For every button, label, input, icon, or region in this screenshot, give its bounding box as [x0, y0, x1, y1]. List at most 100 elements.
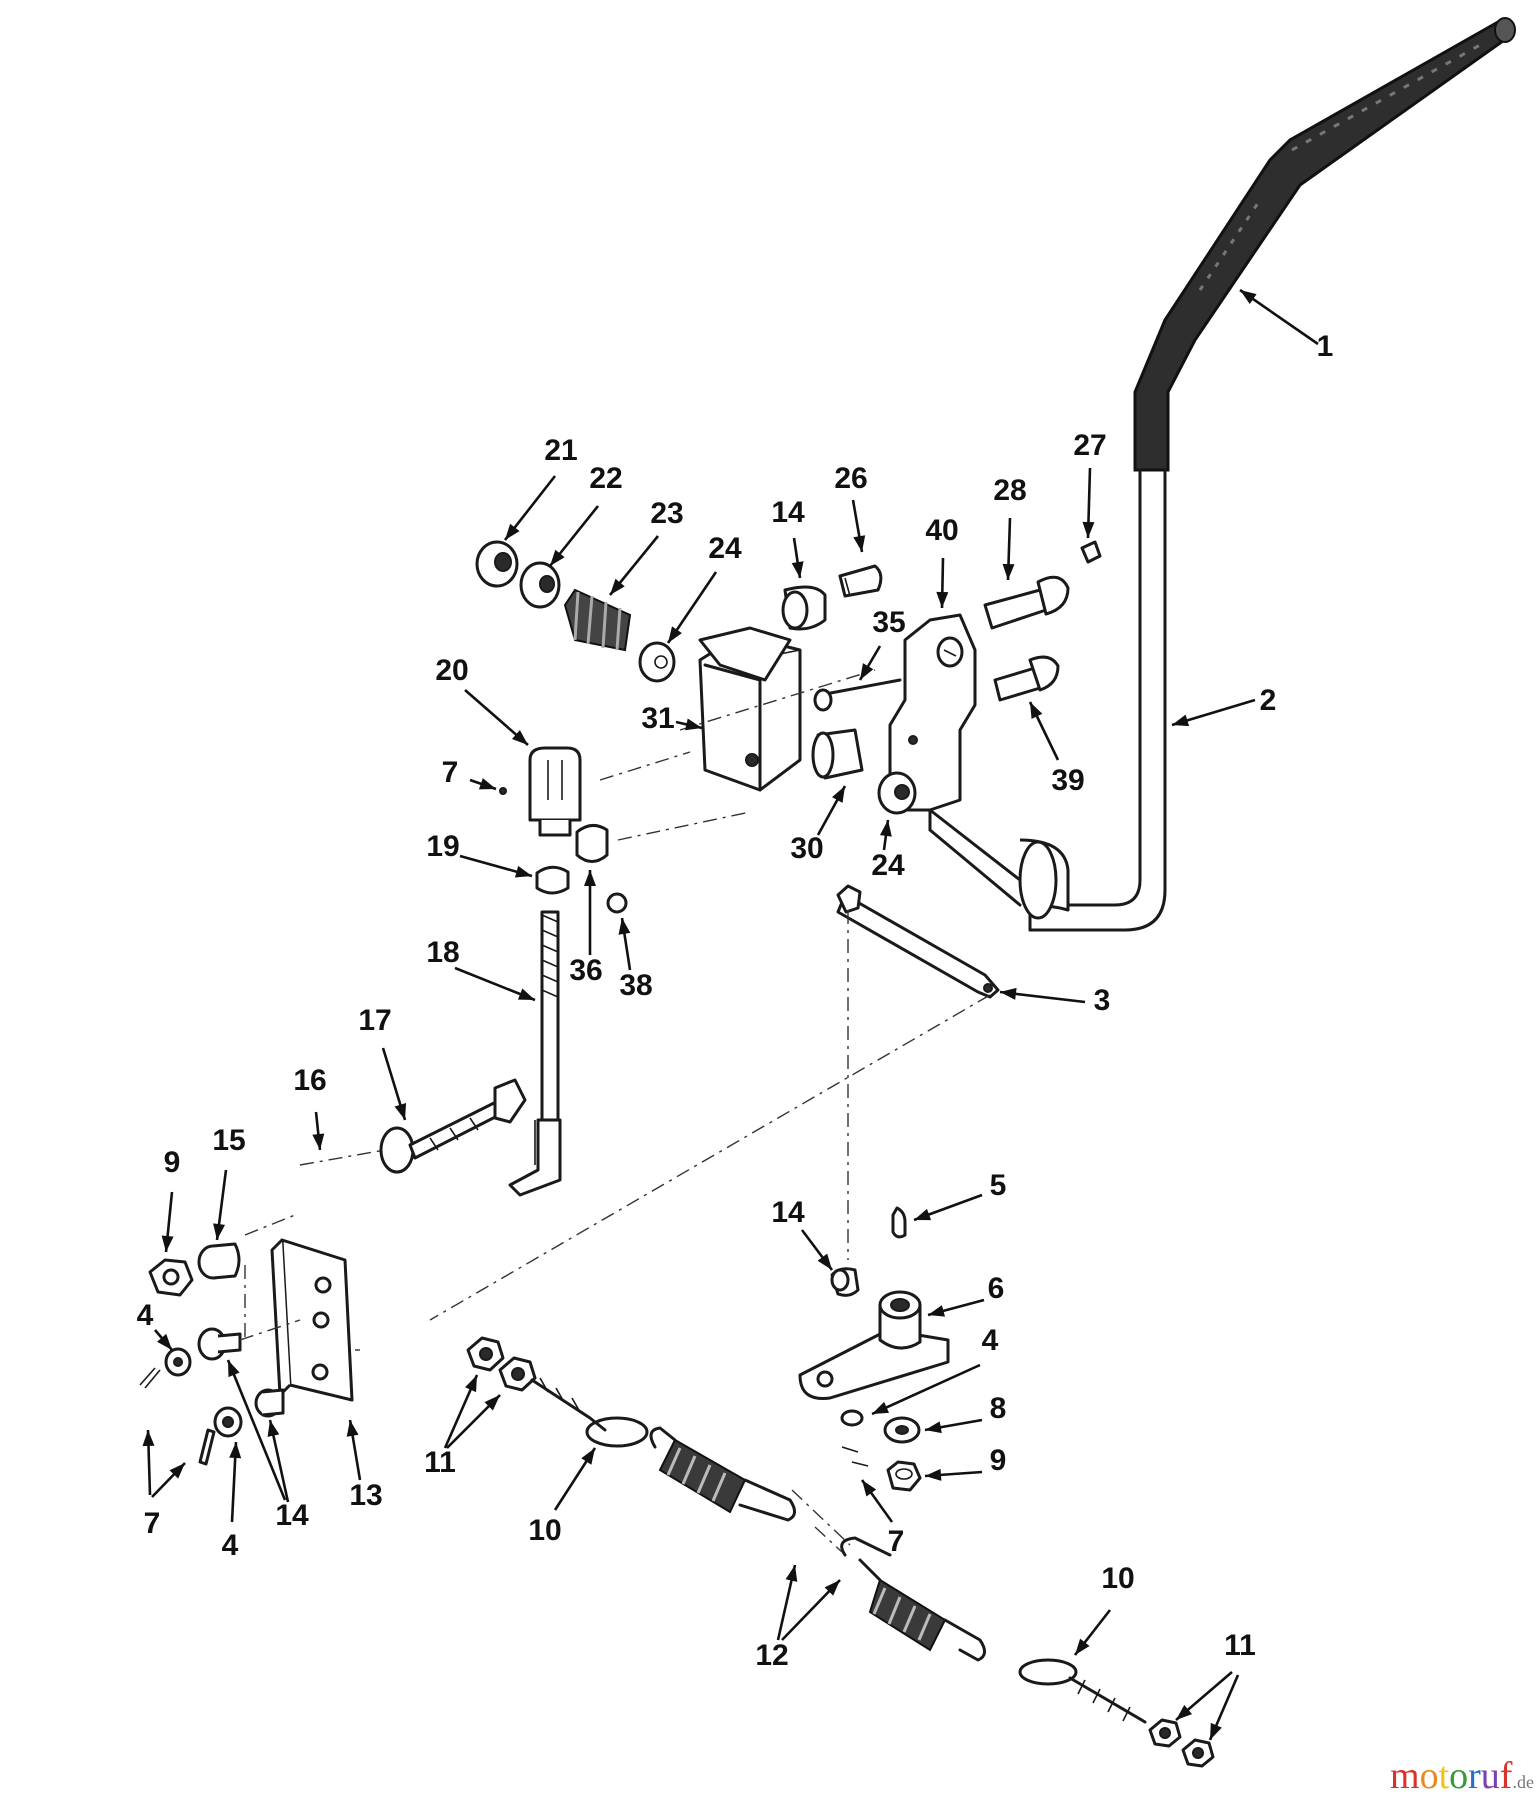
part-label-6: 6 [988, 1272, 1005, 1305]
part-label-11: 11 [424, 1446, 456, 1479]
arrowhead [514, 865, 532, 878]
arrowhead [142, 1430, 155, 1447]
bolt-part-39 [993, 655, 1060, 702]
arrowhead [610, 578, 625, 595]
bushing-part-14-upper [781, 585, 827, 631]
arrowhead [484, 1395, 500, 1411]
part-label-4: 4 [137, 1299, 154, 1332]
arrowhead [267, 1420, 280, 1437]
part-label-1: 1 [1317, 330, 1334, 363]
arrowhead [832, 786, 845, 803]
arrowhead [584, 870, 596, 886]
washer-part-4-left-upper [164, 1347, 192, 1377]
pin-part-7-right [841, 1446, 869, 1467]
eye-bolt-part-10-left [530, 1377, 649, 1448]
nut-part-19 [535, 865, 570, 895]
arrowhead [817, 1253, 832, 1270]
washer-part-8 [883, 1416, 921, 1444]
arrowhead [879, 820, 892, 837]
nut-part-11-left-b [498, 1356, 537, 1392]
watermark-letter: o [1420, 1755, 1439, 1797]
arrowhead [550, 549, 565, 566]
arrowhead [785, 1565, 798, 1582]
part-label-38: 38 [619, 969, 652, 1002]
watermark-suffix: .de [1512, 1772, 1534, 1792]
part-label-16: 16 [293, 1064, 326, 1097]
spacer-part-21 [475, 540, 519, 588]
part-label-21: 21 [544, 434, 577, 467]
part-label-39: 39 [1051, 764, 1084, 797]
pin-part-26 [838, 564, 883, 598]
eye-bolt-part-10-right [1018, 1658, 1147, 1724]
nut-part-11-left-a [466, 1336, 505, 1372]
part-label-2: 2 [1260, 684, 1277, 717]
part-label-15: 15 [212, 1124, 245, 1157]
part-label-22: 22 [589, 462, 622, 495]
leader-line [226, 1359, 287, 1501]
key-part-5 [891, 1206, 907, 1239]
arrowhead [228, 1360, 240, 1378]
part-label-4: 4 [222, 1529, 239, 1562]
part-label-14: 14 [771, 496, 805, 529]
part-label-19: 19 [426, 830, 459, 863]
washer-part-24-upper [638, 641, 676, 683]
pin-part-7-left-lower [198, 1428, 216, 1466]
part-label-10: 10 [528, 1514, 561, 1547]
watermark-letter: o [1449, 1755, 1468, 1797]
part-label-9: 9 [164, 1146, 181, 1179]
arrowhead [1002, 563, 1015, 580]
washer-part-24-lower [877, 771, 917, 815]
arrowhead [169, 1463, 185, 1479]
part-label-11: 11 [1224, 1629, 1256, 1662]
part-label-7: 7 [442, 756, 459, 789]
arrowhead [229, 1442, 242, 1459]
watermark-letter: t [1439, 1755, 1450, 1797]
part-label-7: 7 [888, 1525, 905, 1558]
part-label-17: 17 [358, 1004, 391, 1037]
bushing-part-14-right [830, 1267, 860, 1297]
watermark-letter: m [1390, 1755, 1420, 1797]
threaded-rod-part-18 [508, 910, 562, 1197]
arrowhead [157, 1333, 172, 1350]
spacer-part-22 [519, 561, 561, 609]
pin-part-7-upper [499, 787, 507, 795]
part-label-28: 28 [993, 474, 1026, 507]
arrowhead [853, 535, 866, 552]
part-label-8: 8 [990, 1392, 1007, 1425]
part-label-18: 18 [426, 936, 459, 969]
washer-part-4-right [840, 1409, 864, 1427]
bushing-part-30 [811, 728, 864, 780]
part-number-labels: 1234445677789910101111121314141415161718… [137, 330, 1334, 1672]
part-label-14: 14 [771, 1196, 805, 1229]
arrowhead [1075, 1638, 1090, 1655]
arrowhead [213, 1223, 225, 1240]
arrowhead [1210, 1722, 1222, 1740]
part-label-14: 14 [275, 1499, 309, 1532]
part-label-13: 13 [349, 1479, 382, 1512]
leader-line [871, 1363, 981, 1416]
part-label-10: 10 [1101, 1562, 1134, 1595]
arrowhead [312, 1133, 325, 1150]
arrowhead [1000, 987, 1017, 1000]
part-label-3: 3 [1094, 984, 1111, 1017]
part-label-12: 12 [755, 1639, 788, 1672]
shaft-part-35 [813, 678, 902, 712]
watermark-logo: motoruf.de [1390, 1755, 1534, 1797]
watermark-letter: f [1500, 1755, 1513, 1797]
arrowhead [1172, 714, 1190, 727]
nut-part-9-left [148, 1258, 194, 1297]
arm-part-6 [798, 1290, 950, 1401]
arrowhead [872, 1401, 890, 1414]
leader-arrows [142, 288, 1319, 1741]
watermark-letter: r [1468, 1755, 1481, 1797]
bracket-part-31 [698, 626, 802, 792]
link-arm-part-3 [836, 884, 1000, 999]
part-label-26: 26 [834, 462, 867, 495]
spring-part-12-right [840, 1536, 986, 1662]
part-label-23: 23 [650, 497, 683, 530]
clevis-part-20 [528, 746, 582, 837]
part-label-27: 27 [1073, 429, 1106, 462]
nut-part-9-right [886, 1460, 922, 1492]
arrowhead [1176, 1705, 1193, 1720]
